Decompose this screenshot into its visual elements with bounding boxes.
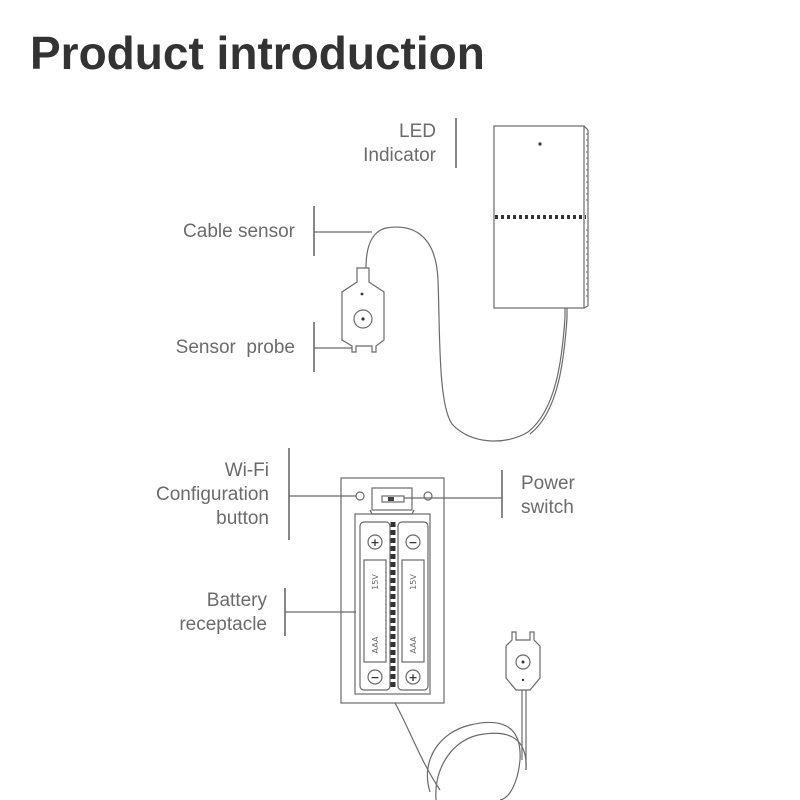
led-indicator-label: LED Indicator bbox=[363, 120, 436, 168]
sensor-probe-top bbox=[341, 267, 385, 353]
sensor-probe-bottom bbox=[505, 631, 541, 691]
battery-right-voltage: 15V bbox=[409, 574, 418, 590]
battery-left-type: AAA bbox=[371, 636, 380, 653]
sensor-cable bbox=[365, 226, 566, 442]
battery-right-plus-circle bbox=[405, 669, 421, 685]
cable-sensor-label: Cable sensor bbox=[183, 221, 295, 242]
battery-receptacle-label: Battery receptacle bbox=[179, 589, 267, 637]
back-cable bbox=[394, 702, 441, 791]
battery-left-label bbox=[363, 559, 387, 663]
battery-right-plus-sign: + bbox=[408, 671, 417, 684]
power-switch-knob bbox=[388, 497, 394, 501]
device-body bbox=[493, 125, 585, 309]
led-indicator-label-line-2: Indicator bbox=[363, 145, 436, 166]
probe-bottom-body bbox=[505, 631, 541, 691]
battery-right-label bbox=[401, 559, 425, 663]
battery-left-minus-circle bbox=[367, 669, 383, 685]
battery-receptacle-label-line-2: receptacle bbox=[179, 614, 267, 635]
battery-left-plus-circle bbox=[367, 534, 383, 550]
battery-right bbox=[397, 521, 429, 691]
power-switch-label-line-1: Power bbox=[521, 473, 575, 494]
sensor-probe-label: Sensor probe bbox=[175, 337, 295, 358]
page-title: Product introduction bbox=[30, 27, 485, 79]
switch-housing-lip bbox=[369, 509, 415, 515]
probe-body bbox=[341, 267, 385, 353]
switch-housing bbox=[371, 487, 413, 511]
wifi-label-line-3: button bbox=[216, 508, 269, 529]
probe-dot bbox=[360, 292, 364, 296]
probe-contact-center bbox=[361, 317, 365, 321]
probe-contact-ring bbox=[353, 309, 373, 329]
wifi-config-button bbox=[355, 491, 365, 501]
battery-left-voltage: 15V bbox=[371, 574, 380, 590]
probe-bottom-dot bbox=[521, 678, 525, 682]
battery-left-minus-sign: − bbox=[370, 671, 379, 684]
device-side-ribs bbox=[586, 133, 588, 297]
battery-right-type: AAA bbox=[409, 636, 418, 653]
probe-bottom-ring bbox=[515, 654, 531, 670]
power-switch-label-line-2: switch bbox=[521, 497, 574, 518]
device-side-edge bbox=[583, 125, 589, 131]
compartment-screw bbox=[423, 491, 433, 501]
battery-compartment bbox=[340, 477, 445, 704]
wifi-configuration-button-label: Wi-Fi Configuration button bbox=[156, 459, 269, 531]
device-side-edge-3 bbox=[583, 305, 589, 309]
sensor-cable-inner bbox=[529, 308, 568, 435]
battery-right-minus-sign: − bbox=[408, 536, 417, 549]
back-cable-loop bbox=[426, 721, 521, 800]
back-cable-loop-2 bbox=[435, 732, 527, 800]
battery-right-minus-circle bbox=[405, 534, 421, 550]
battery-left-plus-sign: + bbox=[370, 536, 379, 549]
wifi-label-line-2: Configuration bbox=[155, 484, 269, 505]
compartment-outer bbox=[340, 477, 445, 704]
wifi-label-line-1: Wi-Fi bbox=[224, 460, 269, 481]
battery-receptacle-label-line-1: Battery bbox=[206, 590, 267, 611]
led-indicator-label-line-1: LED bbox=[399, 121, 436, 142]
led-dot bbox=[538, 142, 542, 146]
battery-left bbox=[359, 521, 391, 691]
probe-bottom-center bbox=[521, 660, 525, 664]
device-front-view bbox=[493, 125, 589, 309]
power-switch-label: Power switch bbox=[521, 472, 575, 520]
